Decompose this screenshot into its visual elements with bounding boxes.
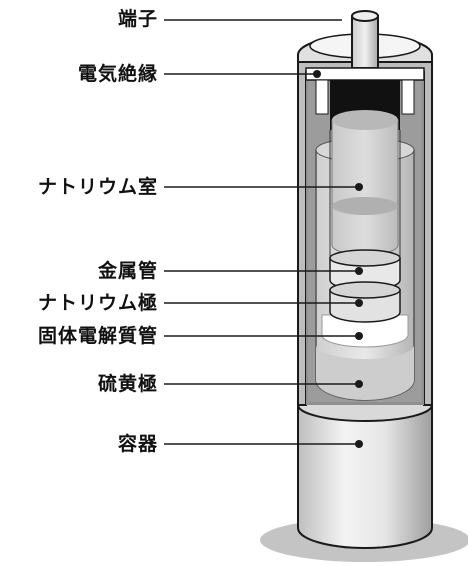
dot-sodium-electrode <box>355 299 363 307</box>
insulator-post-left <box>315 79 329 115</box>
insulator-band <box>305 67 425 81</box>
label-metal-tube: 金属管 <box>97 260 158 282</box>
leader-lines <box>164 19 356 445</box>
label-sodium-chamber: ナトリウム室 <box>37 176 158 198</box>
metal-tube-rings <box>329 249 401 323</box>
dot-sodium-chamber <box>355 183 363 191</box>
dot-metal-tube <box>355 267 363 275</box>
dot-container <box>355 440 363 448</box>
label-terminal: 端子 <box>117 8 158 30</box>
label-sulfur-electrode: 硫黄極 <box>97 373 158 395</box>
label-sodium-electrode: ナトリウム極 <box>37 292 158 314</box>
label-electrolyte-tube: 固体電解質管 <box>37 325 158 347</box>
sulfur-region <box>316 345 414 400</box>
dot-sulfur-electrode <box>355 380 363 388</box>
electrolyte-white-band <box>321 314 409 348</box>
dot-electrolyte-tube <box>355 332 363 340</box>
label-container: 容器 <box>117 433 158 455</box>
container-body <box>297 388 433 549</box>
sodium-chamber-cylinder <box>331 110 399 256</box>
insulator-post-right <box>401 79 415 115</box>
label-insulator: 電気絶縁 <box>77 63 158 85</box>
dot-insulator <box>313 70 321 78</box>
terminal-post <box>351 10 379 69</box>
leader-dots <box>313 70 363 448</box>
